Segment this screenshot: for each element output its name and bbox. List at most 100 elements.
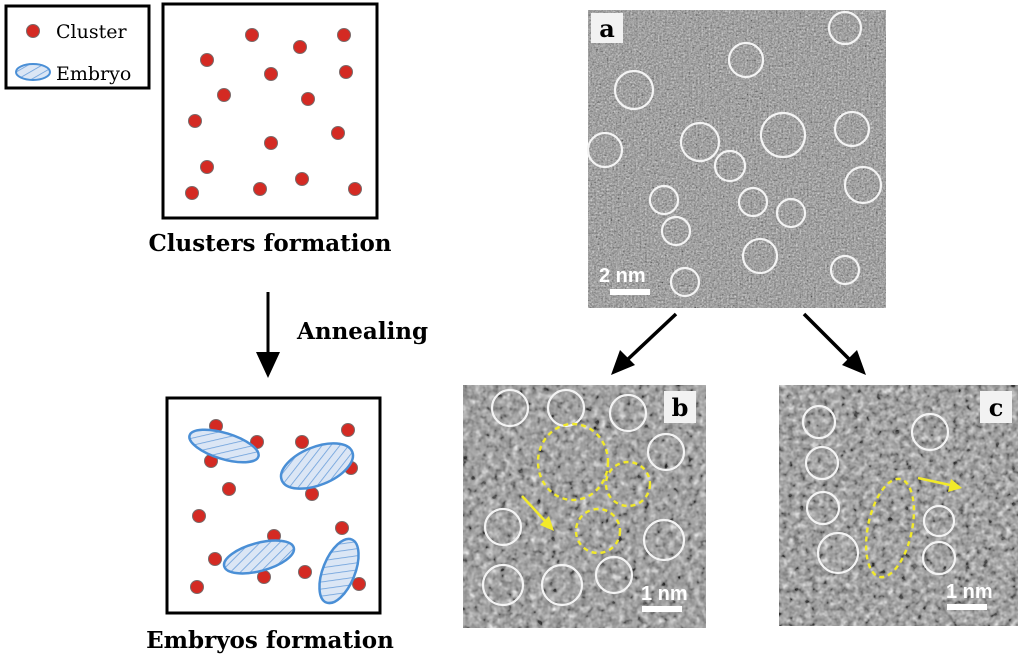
embryo-shape — [222, 539, 296, 575]
clusters-formation-caption: Clusters formation — [148, 230, 391, 257]
cluster-dot — [295, 172, 309, 186]
cluster-dot — [335, 521, 349, 535]
panel-b-label-bg — [664, 391, 696, 423]
cluster-dot — [341, 423, 355, 437]
cluster-dot — [217, 88, 231, 102]
tem-circle — [737, 186, 769, 218]
panel-a-label-bg — [591, 13, 623, 43]
panel-b-yellow-arrow-head — [540, 516, 554, 531]
panel-a-label: a — [599, 14, 615, 43]
tem-circle — [608, 393, 648, 433]
tem-circle — [727, 41, 765, 79]
tem-circle — [843, 165, 883, 205]
tem-circle — [546, 388, 586, 428]
cluster-dot — [222, 482, 236, 496]
tem-circle — [910, 412, 950, 452]
tem-circle — [642, 518, 686, 562]
arrow-a-to-c-head — [842, 350, 866, 375]
cluster-dot — [298, 565, 312, 579]
cluster-dot — [253, 182, 267, 196]
tem-dashed-embryo — [574, 507, 622, 555]
cluster-dots — [185, 28, 362, 200]
tem-panel-c: c 1 nm — [779, 385, 1018, 626]
tem-circle — [805, 490, 841, 526]
tem-dashed-embryo — [536, 422, 610, 502]
embryo-shape — [318, 537, 360, 605]
tem-circle — [921, 540, 957, 576]
panel-c-scale-bar — [947, 604, 987, 610]
annealing-label: Annealing — [296, 318, 428, 345]
cluster-dot — [352, 577, 366, 591]
tem-circle — [646, 432, 686, 472]
cluster-dot — [264, 136, 278, 150]
tem-circle — [586, 131, 624, 169]
cluster-dot — [331, 126, 345, 140]
legend-embryo-label: Embryo — [56, 63, 131, 85]
panel-c-label: c — [989, 393, 1004, 422]
tem-circle — [679, 121, 721, 163]
cluster-dot — [190, 580, 204, 594]
tem-circle — [594, 555, 634, 595]
cluster-dot — [245, 28, 259, 42]
tem-circle — [490, 388, 530, 428]
tem-dashed-embryo — [864, 477, 916, 579]
tem-circle — [833, 110, 871, 148]
tem-b-circles — [481, 388, 686, 607]
cluster-dot — [200, 53, 214, 67]
embryo-box-cluster-dots — [190, 419, 366, 594]
tem-c-circles — [801, 404, 957, 576]
tem-circle — [660, 215, 692, 247]
legend-cluster-dot — [26, 24, 40, 38]
tem-circle — [816, 531, 860, 575]
cluster-dot — [208, 552, 222, 566]
clusters-box — [161, 2, 379, 220]
legend-cluster-label: Cluster — [56, 21, 127, 43]
embryos-box — [165, 396, 382, 615]
embryo-shape — [279, 442, 355, 490]
embryo-shape — [188, 428, 260, 464]
tem-circle — [741, 237, 779, 275]
cluster-dot — [339, 65, 353, 79]
tem-circle — [540, 563, 584, 607]
cluster-dot — [337, 28, 351, 42]
arrow-a-to-b-head — [611, 350, 635, 375]
tem-circle — [648, 184, 680, 216]
tem-panel-b: b 1 nm — [463, 385, 706, 628]
panel-b-yellow-arrow — [521, 495, 547, 523]
tem-panel-a: a 2 nm — [586, 10, 886, 308]
cluster-dot — [192, 509, 206, 523]
panel-a-scale-text: 2 nm — [599, 265, 646, 287]
tem-b-dashed-embryos — [536, 422, 652, 555]
annealing-arrow-head — [256, 352, 280, 378]
panel-a-scale-bar — [610, 289, 650, 295]
tem-circle — [829, 254, 861, 286]
legend-box: Cluster Embryo — [4, 4, 151, 90]
panel-b-label: b — [672, 393, 689, 422]
tem-circle — [483, 507, 523, 547]
embryos-formation-caption: Embryos formation — [146, 627, 394, 654]
panel-b-scale-text: 1 nm — [641, 583, 688, 605]
panel-c-yellow-arrow — [917, 476, 951, 487]
cluster-dot — [293, 40, 307, 54]
cluster-dot — [348, 182, 362, 196]
panel-b-scale-bar — [642, 606, 682, 612]
tem-circle — [775, 197, 807, 229]
legend-embryo-shape — [15, 63, 51, 81]
cluster-dot — [295, 435, 309, 449]
tem-circle — [713, 149, 747, 183]
cluster-dot — [264, 67, 278, 81]
panel-c-scale-text: 1 nm — [946, 581, 993, 603]
arrow-a-to-c — [802, 312, 854, 364]
tem-circle — [669, 266, 701, 298]
tem-circle — [922, 504, 956, 538]
cluster-dot — [301, 92, 315, 106]
panel-c-label-bg — [980, 391, 1012, 423]
tem-circle — [804, 445, 840, 481]
tem-circle — [759, 111, 807, 159]
tem-circle — [801, 404, 837, 440]
cluster-dot — [188, 114, 202, 128]
tem-circle — [827, 10, 863, 46]
cluster-dot — [200, 160, 214, 174]
embryo-shapes — [188, 428, 360, 605]
